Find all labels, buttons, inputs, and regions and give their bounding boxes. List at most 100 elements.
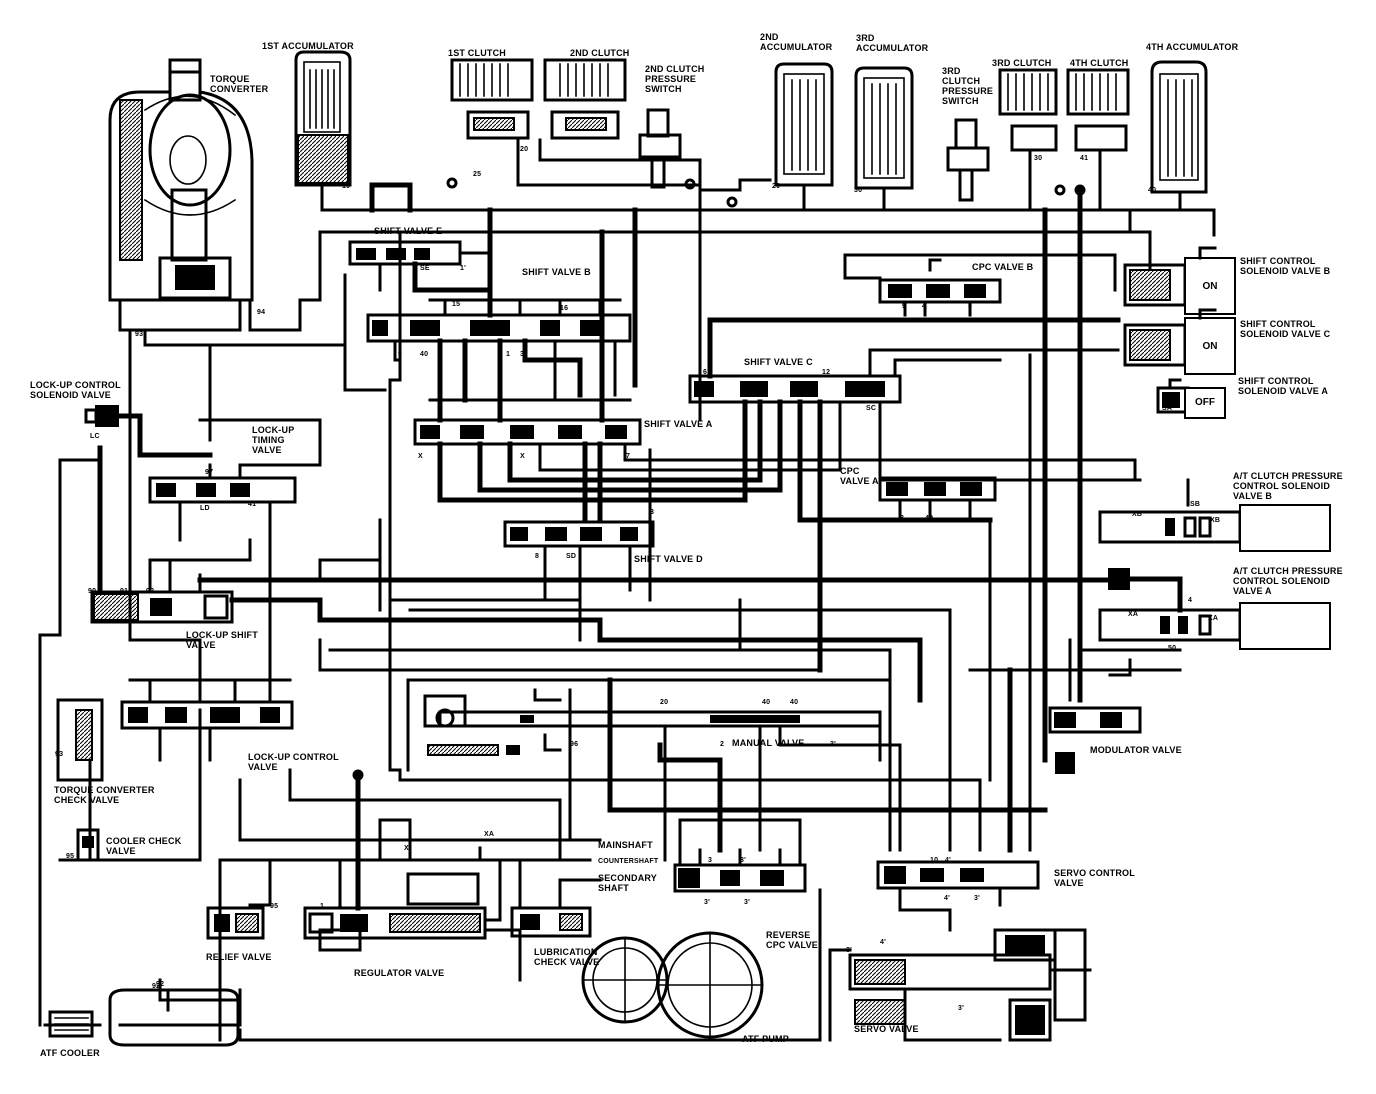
port-code: 7	[626, 453, 631, 460]
cpc-valve-b	[878, 258, 1002, 317]
port-code: X	[404, 845, 409, 852]
port-code: 3	[900, 515, 905, 522]
port-code: 40	[790, 699, 799, 706]
port-code: 90	[88, 588, 97, 595]
shaft-lines	[478, 838, 602, 862]
port-code: XB	[1132, 511, 1143, 518]
port-code: 93	[55, 751, 64, 758]
lock-up-timing-valve	[148, 418, 322, 682]
second-accumulator	[774, 62, 834, 187]
port-code: 95	[66, 853, 75, 860]
port-code: 12	[822, 369, 831, 376]
label-first-clutch: 1ST CLUTCH	[448, 48, 506, 58]
port-code: 5	[968, 303, 973, 310]
label-regulator-valve: REGULATOR VALVE	[354, 968, 445, 978]
port-code: LC	[90, 433, 100, 440]
port-code: 41	[1080, 155, 1089, 162]
port-code: 3'	[974, 895, 980, 902]
port-code: 40	[925, 515, 934, 522]
label-first-accumulator: 1ST ACCUMULATOR	[262, 41, 354, 51]
port-code: 25	[473, 171, 482, 178]
atf-pump	[581, 931, 764, 1039]
label-atf-cooler: ATF COOLER	[40, 1048, 100, 1058]
third-accumulator	[854, 66, 914, 190]
port-code: 92	[146, 588, 155, 595]
label-shift-control-solenoid-b: SHIFT CONTROL SOLENOID VALVE B	[1240, 256, 1331, 276]
solenoid-a-state: OFF	[1195, 397, 1215, 408]
port-code: XA	[1208, 615, 1219, 622]
lock-up-control-valve	[120, 678, 294, 762]
port-code: 20	[660, 699, 669, 706]
port-code: 92	[152, 983, 161, 990]
port-code: 4'	[944, 895, 950, 902]
label-shift-valve-e: SHIFT VALVE E	[374, 226, 443, 236]
second-clutch	[543, 58, 627, 140]
label-secondary-shaft: SECONDARY SHAFT	[598, 873, 657, 893]
port-code: SA	[1162, 405, 1173, 412]
port-code: SC	[866, 405, 877, 412]
fourth-accumulator	[1150, 60, 1208, 194]
label-modulator-valve: MODULATOR VALVE	[1090, 745, 1182, 755]
port-code: 41	[248, 501, 257, 508]
port-code: 97	[205, 469, 214, 476]
label-second-accumulator: 2ND ACCUMULATOR	[760, 32, 833, 52]
solenoid-c-state: ON	[1202, 341, 1218, 352]
port-code: 3'	[846, 947, 852, 954]
port-code: SB	[1190, 501, 1201, 508]
shift-valve-c	[688, 317, 1142, 673]
port-code: 16	[560, 305, 569, 312]
port-code: 3	[520, 351, 525, 358]
label-lock-up-control-solenoid: LOCK-UP CONTROL SOLENOID VALVE	[30, 380, 121, 400]
label-lock-up-timing-valve: LOCK-UP TIMING VALVE	[252, 425, 295, 455]
port-code: 2	[720, 741, 725, 748]
fourth-clutch	[1066, 68, 1130, 152]
second-clutch-pressure-switch	[638, 108, 682, 189]
lock-up-control-solenoid	[84, 405, 143, 451]
shift-control-solenoid-a	[1156, 378, 1226, 419]
port-code: 1	[506, 351, 511, 358]
port-code: 93	[135, 331, 144, 338]
port-code: 40	[420, 351, 429, 358]
port-code: 4	[338, 903, 343, 910]
label-lock-up-shift-valve: LOCK-UP SHIFT VALVE	[186, 630, 258, 650]
at-clutch-pressure-solenoid-b	[1098, 478, 1331, 552]
torque-converter-feed	[128, 230, 402, 702]
label-third-accumulator: 3RD ACCUMULATOR	[856, 33, 929, 53]
port-code: SE	[420, 265, 430, 272]
port-code: XA	[484, 831, 495, 838]
port-code: 9	[902, 303, 907, 310]
port-code: 4	[1188, 597, 1193, 604]
port-code: 1	[968, 515, 973, 522]
reverse-cpc-valve	[673, 818, 807, 893]
label-shift-control-solenoid-a: SHIFT CONTROL SOLENOID VALVE A	[1238, 376, 1329, 396]
port-code: 8	[535, 553, 540, 560]
port-code: SD	[566, 553, 577, 560]
label-manual-valve: MANUAL VALVE	[732, 738, 805, 748]
shift-valve-d	[503, 520, 655, 642]
port-code: 30	[854, 187, 863, 194]
label-servo-control-valve: SERVO CONTROL VALVE	[1054, 868, 1135, 888]
port-code: 15	[452, 301, 461, 308]
label-relief-valve: RELIEF VALVE	[206, 952, 272, 962]
label-shift-valve-b: SHIFT VALVE B	[522, 267, 591, 277]
first-accumulator	[294, 50, 352, 187]
shift-control-solenoid-c	[1123, 308, 1236, 375]
port-code: 1'	[460, 265, 466, 272]
port-code: 20	[772, 183, 781, 190]
label-third-clutch: 3RD CLUTCH	[992, 58, 1052, 68]
port-code: XB	[1210, 517, 1221, 524]
port-code: 3'	[704, 899, 710, 906]
port-code: 30	[1034, 155, 1043, 162]
port-code: 3'	[958, 1005, 964, 1012]
port-code: 4'	[880, 939, 886, 946]
servo-valve	[828, 928, 1092, 1042]
label-lock-up-control-valve: LOCK-UP CONTROL VALVE	[248, 752, 339, 772]
shift-control-solenoid-b	[1123, 246, 1236, 315]
port-code: 96	[570, 741, 579, 748]
port-code: 4	[922, 303, 927, 310]
label-cooler-check-valve: COOLER CHECK VALVE	[106, 836, 182, 856]
port-code: 10	[342, 183, 351, 190]
third-clutch	[998, 68, 1058, 152]
cpc-valve-a	[878, 476, 997, 522]
